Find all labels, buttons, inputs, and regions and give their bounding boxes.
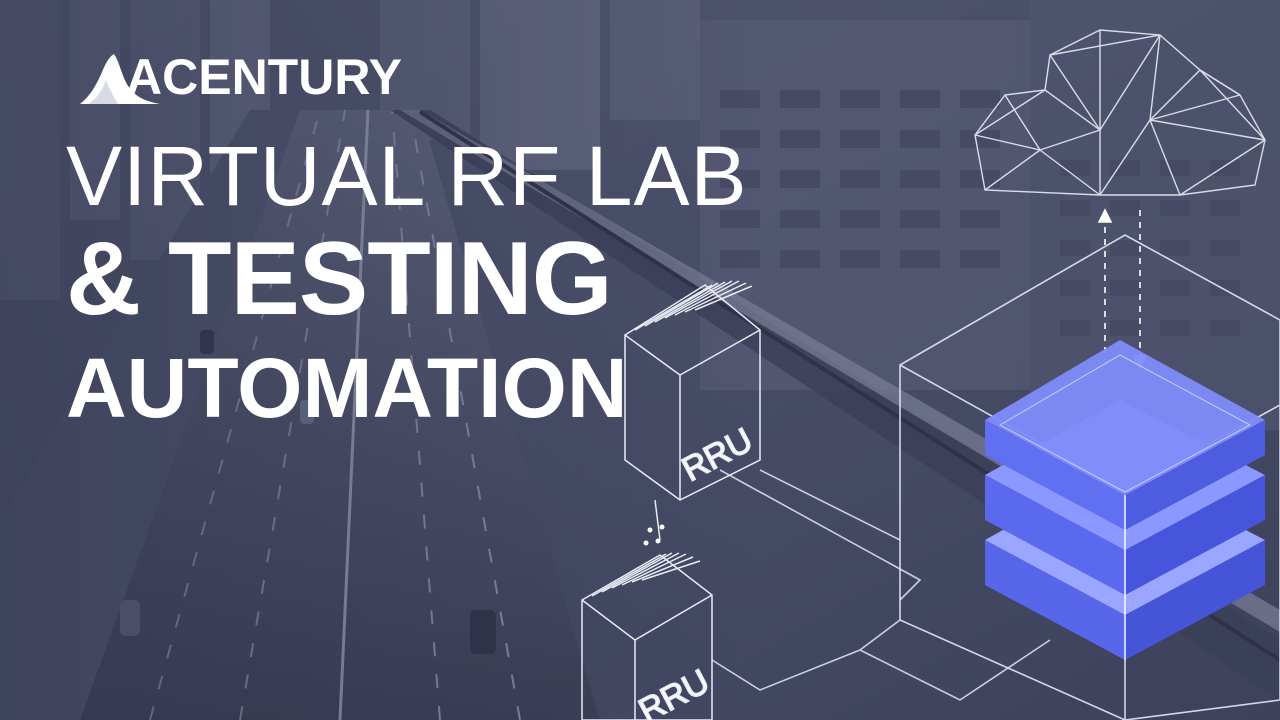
headline-line-3: AUTOMATION xyxy=(66,341,628,435)
cloud-mesh-icon xyxy=(974,29,1266,196)
headline-line-2: & TESTING xyxy=(66,221,613,337)
brand-name: ACENTURY xyxy=(126,49,402,105)
headline-line-1: VIRTUAL RF LAB xyxy=(66,129,748,223)
brand-logo: ACENTURY xyxy=(78,46,402,108)
server-cube-icon xyxy=(985,340,1265,660)
connection-lines xyxy=(711,469,1051,701)
mountain-peak-icon xyxy=(80,54,160,104)
